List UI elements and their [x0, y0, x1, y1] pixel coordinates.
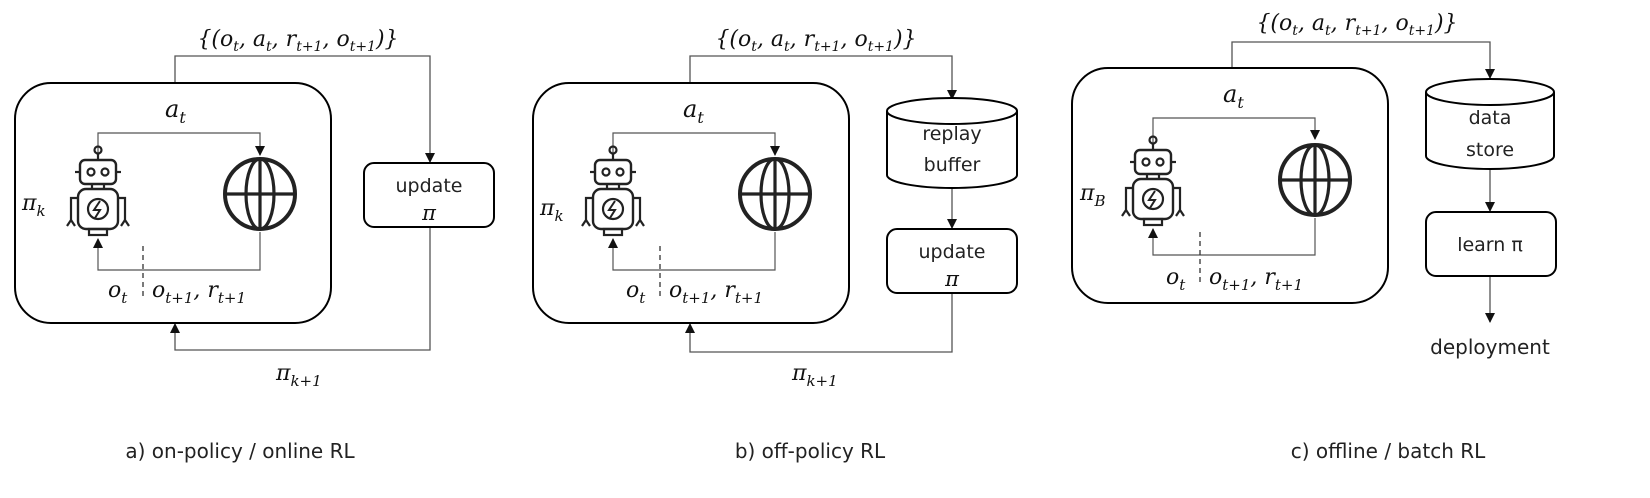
- edge-observation: [608, 232, 776, 271]
- transitions-label: {(ot, at, rt+1, ot+1)}: [1256, 11, 1457, 39]
- update-box: [363, 162, 495, 228]
- panel-on-policy: {(ot, at, rt+1, ot+1)} at πk ot ot+1, rt…: [14, 27, 495, 463]
- edge-update-to-agent: [685, 294, 953, 353]
- transitions-label: {(ot, at, rt+1, ot+1)}: [715, 27, 916, 55]
- store-label-2: store: [1466, 139, 1514, 161]
- next-policy-label: πk+1: [275, 361, 322, 390]
- update-label: update: [919, 241, 986, 263]
- edge-update-to-agent: [170, 228, 431, 351]
- caption-b: b) off-policy RL: [735, 439, 886, 463]
- buffer-label-1: replay: [922, 123, 981, 145]
- edge-observation: [93, 232, 261, 271]
- update-box: [886, 228, 1018, 294]
- update-label: update: [396, 175, 463, 197]
- next-obs-reward-label: ot+1, rt+1: [669, 278, 763, 307]
- globe-icon: [1278, 143, 1352, 217]
- edge-transitions-to-update: [174, 55, 435, 163]
- edge-observation: [1148, 218, 1316, 256]
- caption-c: c) offline / batch RL: [1291, 439, 1486, 463]
- learn-box: [1425, 211, 1557, 277]
- panel-offline: {(ot, at, rt+1, ot+1)} at πB ot ot+1, rt…: [1071, 11, 1557, 463]
- buffer-label-2: buffer: [924, 154, 981, 176]
- update-pi-label: π: [421, 201, 437, 225]
- edge-transitions-to-buffer: [689, 55, 957, 100]
- caption-a: a) on-policy / online RL: [125, 439, 355, 463]
- globe-icon: [738, 157, 812, 231]
- agent-environment-box: [1071, 67, 1389, 304]
- next-policy-label: πk+1: [791, 361, 838, 390]
- update-pi-label: π: [944, 267, 960, 291]
- policy-label: πk: [21, 191, 46, 220]
- globe-icon: [223, 157, 297, 231]
- edge-action: [1152, 117, 1320, 147]
- panel-off-policy: {(ot, at, rt+1, ot+1)} at πk ot ot+1, rt…: [532, 27, 1018, 463]
- agent-environment-box: [14, 82, 332, 324]
- deployment-label: deployment: [1430, 335, 1550, 359]
- store-label-1: data: [1469, 107, 1512, 129]
- data-store-cylinder: [1425, 78, 1555, 170]
- agent-environment-box: [532, 82, 850, 324]
- transitions-label: {(ot, at, rt+1, ot+1)}: [197, 27, 398, 55]
- learn-label: learn π: [1457, 234, 1523, 256]
- replay-buffer-cylinder: [886, 97, 1018, 189]
- edge-transitions-to-store: [1231, 41, 1495, 79]
